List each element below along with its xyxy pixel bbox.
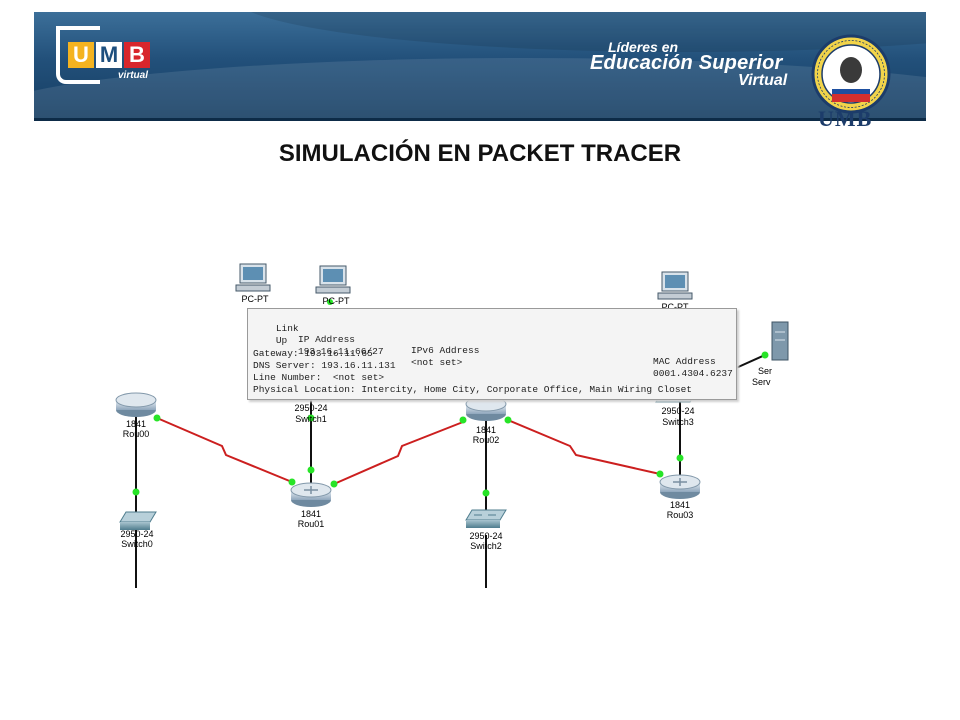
router-name-label: Rou02 xyxy=(472,435,500,445)
router-name-label: Rou03 xyxy=(666,510,694,520)
desktop-computer-icon[interactable] xyxy=(235,263,271,292)
tooltip-header-link: Link xyxy=(275,323,299,334)
pc-label: PC-PT xyxy=(661,302,689,312)
tagline-line2: Educación Superior xyxy=(590,52,783,74)
switch-icon[interactable] xyxy=(465,509,507,528)
router-name-label: Rou01 xyxy=(297,519,325,529)
tooltip-ipv6-value: <not set> xyxy=(411,357,463,368)
tooltip-mac-value: 0001.4304.6237 xyxy=(653,368,733,379)
router-model-label: 1841 xyxy=(669,500,691,510)
tooltip-header-row: Link IP Address IPv6 Address MAC Address xyxy=(253,312,716,378)
pc-label: PC-PT xyxy=(241,294,269,304)
tooltip-gateway: Gateway: 193.16.11.65 xyxy=(253,348,373,359)
switch-model-label: 2950-24 xyxy=(661,406,695,416)
desktop-computer-icon[interactable] xyxy=(657,271,693,300)
server-label: Serv xyxy=(752,377,771,387)
switch-model-label: 2950-24 xyxy=(469,531,503,541)
desktop-computer-icon[interactable] xyxy=(315,265,351,294)
umb-logo-u: U xyxy=(68,42,94,68)
pc-label: PC-PT xyxy=(322,296,350,306)
umb-logo-m: M xyxy=(96,42,122,68)
university-seal-icon xyxy=(811,34,891,114)
header-banner: U M B virtual Líderes en Educación Super… xyxy=(34,12,926,121)
router-model-label: 1841 xyxy=(300,509,322,519)
page-title: SIMULACIÓN EN PACKET TRACER xyxy=(278,140,682,167)
link-switch3-server xyxy=(735,354,766,369)
tooltip-link-status: Up xyxy=(275,335,288,346)
router-model-label: 1841 xyxy=(125,419,147,429)
link-rou01-rou02 xyxy=(333,421,464,485)
tooltip-line-number: Line Number: <not set> xyxy=(253,372,385,383)
router-icon[interactable] xyxy=(115,392,157,417)
link-rou02-rou03 xyxy=(507,419,661,475)
router-name-label: Rou00 xyxy=(122,429,150,439)
server-label: Ser xyxy=(758,366,773,376)
switch-name-label: Switch3 xyxy=(662,417,694,427)
switch-model-label: 2950-24 xyxy=(120,529,154,539)
serial-links xyxy=(156,417,661,485)
router-icon[interactable] xyxy=(465,396,507,421)
umb-logo-b: B xyxy=(124,42,150,68)
server-icon[interactable] xyxy=(771,321,789,361)
seal-umb-text: UMB xyxy=(818,106,873,131)
switch-name-label: Switch2 xyxy=(470,541,502,551)
tooltip-header-ip: IP Address xyxy=(298,334,356,345)
tooltip-ip-value: 193.16.11.66/27 xyxy=(298,346,384,357)
device-info-tooltip: Link IP Address IPv6 Address MAC Address… xyxy=(247,308,737,400)
link-rou00-rou01 xyxy=(156,417,293,483)
router-icon[interactable] xyxy=(659,474,701,499)
switch-name-label: Switch1 xyxy=(295,414,327,424)
umb-logo-frame xyxy=(56,26,100,84)
router-model-label: 1841 xyxy=(475,425,497,435)
switch-icon[interactable] xyxy=(119,511,157,530)
switch-name-label: Switch0 xyxy=(121,539,153,549)
tagline-line1: Líderes en xyxy=(608,39,679,55)
tooltip-data-row: Up 193.16.11.66/27 <not set> 0001.4304.6… xyxy=(253,324,733,390)
umb-logo-virtual: virtual xyxy=(118,70,149,81)
tooltip-physical-location: Physical Location: Intercity, Home City,… xyxy=(253,384,692,395)
tooltip-dns: DNS Server: 193.16.11.131 xyxy=(253,360,396,371)
switch-model-label: 2950-24 xyxy=(294,403,328,413)
tooltip-header-ipv6: IPv6 Address xyxy=(411,345,480,356)
tagline-line3: Virtual xyxy=(738,72,788,89)
router-icon[interactable] xyxy=(290,482,332,507)
tooltip-header-mac: MAC Address xyxy=(653,356,716,367)
